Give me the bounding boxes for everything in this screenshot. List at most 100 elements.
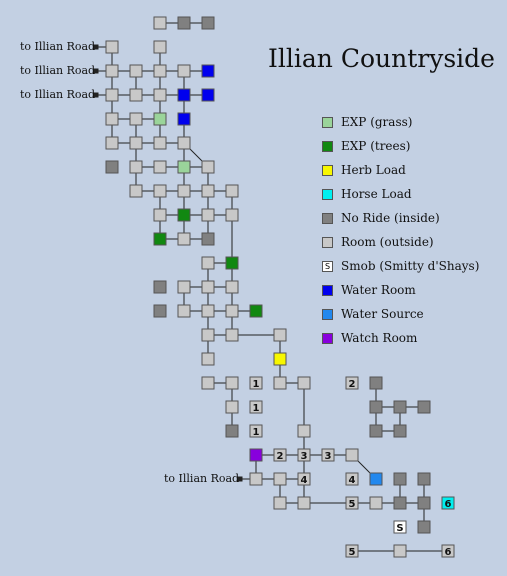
map-room[interactable] xyxy=(297,376,311,390)
map-room[interactable] xyxy=(177,280,191,294)
map-room[interactable] xyxy=(273,376,287,390)
map-room[interactable] xyxy=(369,376,383,390)
map-room[interactable] xyxy=(153,184,167,198)
link-marker-box[interactable] xyxy=(297,448,311,462)
map-room[interactable] xyxy=(225,208,239,222)
map-room[interactable] xyxy=(153,16,167,30)
map-room[interactable] xyxy=(201,280,215,294)
map-room[interactable] xyxy=(225,376,239,390)
map-room[interactable] xyxy=(273,496,287,510)
link-marker-box[interactable] xyxy=(345,544,359,558)
map-room[interactable] xyxy=(201,328,215,342)
link-marker-box[interactable] xyxy=(249,400,263,414)
map-room[interactable] xyxy=(177,304,191,318)
map-room[interactable] xyxy=(225,184,239,198)
map-room[interactable] xyxy=(201,208,215,222)
map-room[interactable] xyxy=(369,496,383,510)
map-room[interactable] xyxy=(201,232,215,246)
map-room[interactable] xyxy=(369,400,383,414)
map-room[interactable] xyxy=(249,448,263,462)
map-room[interactable] xyxy=(153,64,167,78)
map-room[interactable] xyxy=(105,136,119,150)
map-room[interactable] xyxy=(153,112,167,126)
map-room[interactable] xyxy=(201,352,215,366)
link-marker-box[interactable] xyxy=(273,448,287,462)
map-room[interactable] xyxy=(153,88,167,102)
map-room[interactable] xyxy=(201,376,215,390)
map-room[interactable] xyxy=(201,64,215,78)
map-room[interactable] xyxy=(201,304,215,318)
map-room[interactable] xyxy=(177,232,191,246)
map-room[interactable] xyxy=(201,256,215,270)
map-room[interactable] xyxy=(393,496,407,510)
map-room[interactable] xyxy=(105,64,119,78)
map-room[interactable] xyxy=(249,304,263,318)
link-marker-box[interactable] xyxy=(297,472,311,486)
map-room[interactable] xyxy=(393,544,407,558)
link-marker-box[interactable] xyxy=(345,376,359,390)
map-room[interactable] xyxy=(345,448,359,462)
map-room[interactable] xyxy=(105,160,119,174)
map-room[interactable] xyxy=(153,232,167,246)
map-room[interactable] xyxy=(129,160,143,174)
map-room[interactable] xyxy=(177,112,191,126)
map-room[interactable] xyxy=(177,64,191,78)
link-marker-box[interactable] xyxy=(393,520,407,534)
map-room[interactable] xyxy=(201,184,215,198)
map-room[interactable] xyxy=(393,472,407,486)
map-room[interactable] xyxy=(201,16,215,30)
map-room[interactable] xyxy=(129,112,143,126)
map-room[interactable] xyxy=(273,472,287,486)
map-room[interactable] xyxy=(225,304,239,318)
map-room[interactable] xyxy=(225,400,239,414)
map-room[interactable] xyxy=(105,112,119,126)
map-room[interactable] xyxy=(129,136,143,150)
map-room[interactable] xyxy=(393,400,407,414)
map-room[interactable] xyxy=(153,280,167,294)
map-room[interactable] xyxy=(417,520,431,534)
map-room[interactable] xyxy=(273,352,287,366)
exit-label-illian-road[interactable]: to Illian Road xyxy=(20,88,96,101)
map-room[interactable] xyxy=(177,184,191,198)
map-room[interactable] xyxy=(153,40,167,54)
exit-label-illian-road[interactable]: to Illian Road xyxy=(20,40,96,53)
map-room[interactable] xyxy=(177,160,191,174)
map-room[interactable] xyxy=(177,136,191,150)
map-room[interactable] xyxy=(225,424,239,438)
map-room[interactable] xyxy=(177,88,191,102)
map-room[interactable] xyxy=(129,64,143,78)
map-room[interactable] xyxy=(417,496,431,510)
link-marker-box[interactable] xyxy=(345,496,359,510)
link-marker-box[interactable] xyxy=(249,424,263,438)
map-room[interactable] xyxy=(273,328,287,342)
map-room[interactable] xyxy=(129,184,143,198)
map-room[interactable] xyxy=(153,160,167,174)
map-room[interactable] xyxy=(201,160,215,174)
map-room[interactable] xyxy=(225,256,239,270)
map-room[interactable] xyxy=(201,88,215,102)
map-room[interactable] xyxy=(225,280,239,294)
link-marker-box[interactable] xyxy=(249,376,263,390)
map-room[interactable] xyxy=(369,472,383,486)
map-room[interactable] xyxy=(177,16,191,30)
map-room[interactable] xyxy=(153,304,167,318)
link-marker-box[interactable] xyxy=(321,448,335,462)
map-room[interactable] xyxy=(225,328,239,342)
link-marker-box[interactable] xyxy=(441,544,455,558)
map-room[interactable] xyxy=(105,40,119,54)
map-room[interactable] xyxy=(129,88,143,102)
exit-label-illian-road[interactable]: to Illian Road xyxy=(164,472,240,485)
map-room[interactable] xyxy=(249,472,263,486)
map-room[interactable] xyxy=(297,424,311,438)
link-marker-box[interactable] xyxy=(345,472,359,486)
map-room[interactable] xyxy=(105,88,119,102)
map-room[interactable] xyxy=(153,208,167,222)
map-room[interactable] xyxy=(177,208,191,222)
map-room[interactable] xyxy=(297,496,311,510)
link-marker-box[interactable] xyxy=(441,496,455,510)
exit-label-illian-road[interactable]: to Illian Road xyxy=(20,64,96,77)
map-room[interactable] xyxy=(417,400,431,414)
map-room[interactable] xyxy=(369,424,383,438)
map-room[interactable] xyxy=(417,472,431,486)
map-room[interactable] xyxy=(393,424,407,438)
